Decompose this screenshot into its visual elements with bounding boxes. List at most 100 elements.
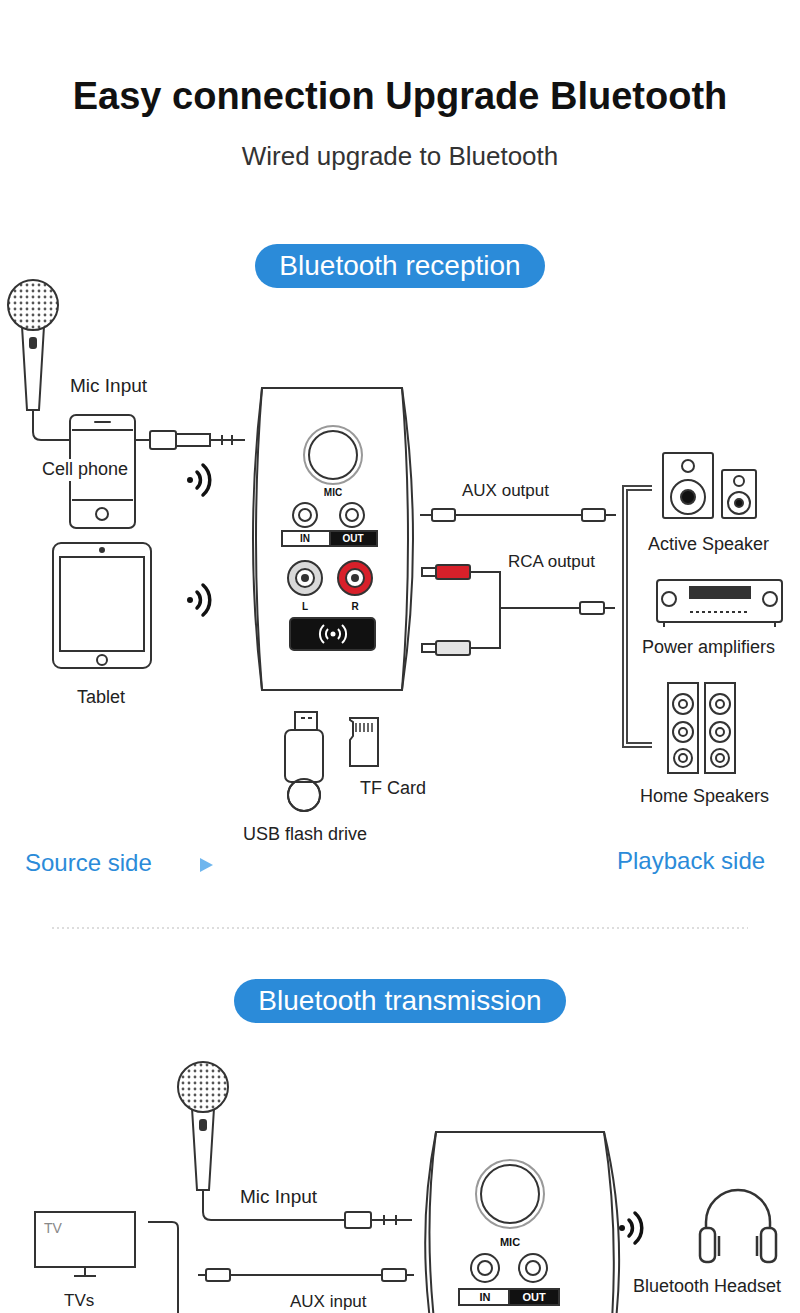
microphone	[30, 338, 36, 348]
microphone	[178, 1062, 412, 1228]
usb-flash-drive	[285, 712, 323, 811]
bluetooth-adapter	[256, 388, 408, 690]
bluetooth-adapter	[296, 569, 314, 587]
device-panel: MICINOUT	[430, 1132, 610, 1313]
panel-label: R	[351, 600, 358, 614]
cable-label: AUX input	[290, 1292, 367, 1312]
microphone	[210, 435, 245, 445]
input-label: Mic Input	[240, 1186, 317, 1209]
home-speaker	[668, 683, 735, 773]
bluetooth-adapter	[526, 1261, 540, 1275]
rca-cable	[422, 565, 615, 655]
bluetooth-symbol	[320, 625, 346, 643]
input-label: Mic Input	[70, 375, 147, 398]
home-speaker	[716, 700, 724, 708]
usb-flash-drive	[285, 730, 323, 782]
panel-label: MIC	[500, 1235, 520, 1249]
home-speaker	[710, 694, 730, 714]
bluetooth-headset	[719, 1236, 757, 1256]
section-band: Bluetooth transmission	[234, 979, 565, 1023]
bluetooth-adapter	[459, 1289, 559, 1305]
divider	[52, 928, 748, 929]
power-amplifier	[763, 592, 777, 606]
screen-text: TV	[44, 1220, 62, 1237]
home-speaker	[668, 683, 698, 773]
bluetooth-adapter	[302, 575, 308, 581]
bluetooth-adapter	[299, 509, 311, 521]
microphone	[371, 1215, 412, 1225]
wireless-symbol	[187, 465, 210, 495]
bluetooth-adapter	[346, 509, 358, 521]
home-speaker	[711, 749, 729, 767]
aux-cable	[382, 1269, 406, 1281]
bluetooth-adapter	[330, 531, 377, 546]
aux-cable	[420, 509, 616, 521]
home-speaker	[674, 749, 692, 767]
section-band: Bluetooth reception	[255, 244, 544, 288]
bluetooth-adapter	[304, 426, 362, 484]
tf-card	[356, 723, 372, 732]
usb-flash-drive	[288, 779, 320, 811]
bluetooth-adapter	[253, 388, 262, 690]
bluetooth-headset	[761, 1228, 776, 1262]
power-amplifier	[662, 592, 676, 606]
microphone	[345, 1212, 371, 1228]
cell-phone	[96, 508, 108, 520]
active-speaker	[728, 492, 750, 514]
aux-cable	[432, 509, 455, 521]
bluetooth-adapter	[471, 1254, 499, 1282]
section-title: Bluetooth reception	[279, 249, 520, 283]
wireless-symbol	[187, 585, 210, 615]
home-speaker	[673, 722, 693, 742]
section-title: Bluetooth transmission	[258, 984, 541, 1018]
tablet	[60, 557, 144, 651]
aux-cable	[605, 514, 616, 516]
aux-cable	[582, 509, 605, 521]
home-speaker	[679, 728, 687, 736]
usb-flash-drive	[288, 779, 320, 811]
power-amplifier	[690, 611, 750, 613]
power-amplifier	[657, 580, 782, 622]
cell-phone	[95, 421, 110, 423]
bluetooth-adapter	[604, 1132, 619, 1313]
bluetooth-adapter	[340, 503, 364, 527]
home-speaker	[705, 683, 735, 773]
aux-cable	[206, 1269, 230, 1281]
active-speaker	[663, 453, 713, 518]
tf-card	[350, 718, 378, 766]
tv	[148, 1222, 178, 1313]
tf-card	[350, 718, 378, 766]
subtitle: Wired upgrade to Bluetooth	[242, 141, 559, 172]
active-speaker	[682, 460, 694, 472]
tablet	[53, 543, 151, 668]
rca-cable	[436, 641, 470, 655]
direction-arrow	[170, 863, 203, 867]
home-speaker	[679, 700, 687, 708]
side-label: Playback side	[617, 847, 765, 876]
usb-flash-drive	[301, 717, 312, 719]
active-speaker	[735, 499, 743, 507]
bluetooth-adapter	[519, 1254, 547, 1282]
panel-label: OUT	[522, 1290, 545, 1304]
bluetooth-adapter	[293, 503, 317, 527]
bluetooth-headset	[700, 1228, 715, 1262]
device-label: Cell phone	[40, 459, 130, 481]
tv	[35, 1212, 135, 1267]
power-amplifier	[664, 622, 775, 627]
bluetooth-adapter	[425, 1132, 619, 1313]
active-speaker	[663, 453, 756, 518]
tv	[74, 1267, 96, 1276]
aux-cable	[198, 1269, 414, 1281]
bluetooth-adapter	[402, 388, 413, 690]
bluetooth-adapter	[425, 1132, 436, 1313]
rca-cable	[604, 607, 615, 609]
bluetooth-adapter	[288, 561, 322, 595]
microphone	[178, 1062, 228, 1112]
bluetooth-adapter	[476, 1160, 544, 1228]
wireless-symbol	[619, 1213, 642, 1243]
side-label: Source side	[25, 849, 152, 878]
microphone	[192, 1108, 214, 1190]
bracket	[625, 488, 652, 745]
bluetooth-headset	[700, 1190, 776, 1262]
